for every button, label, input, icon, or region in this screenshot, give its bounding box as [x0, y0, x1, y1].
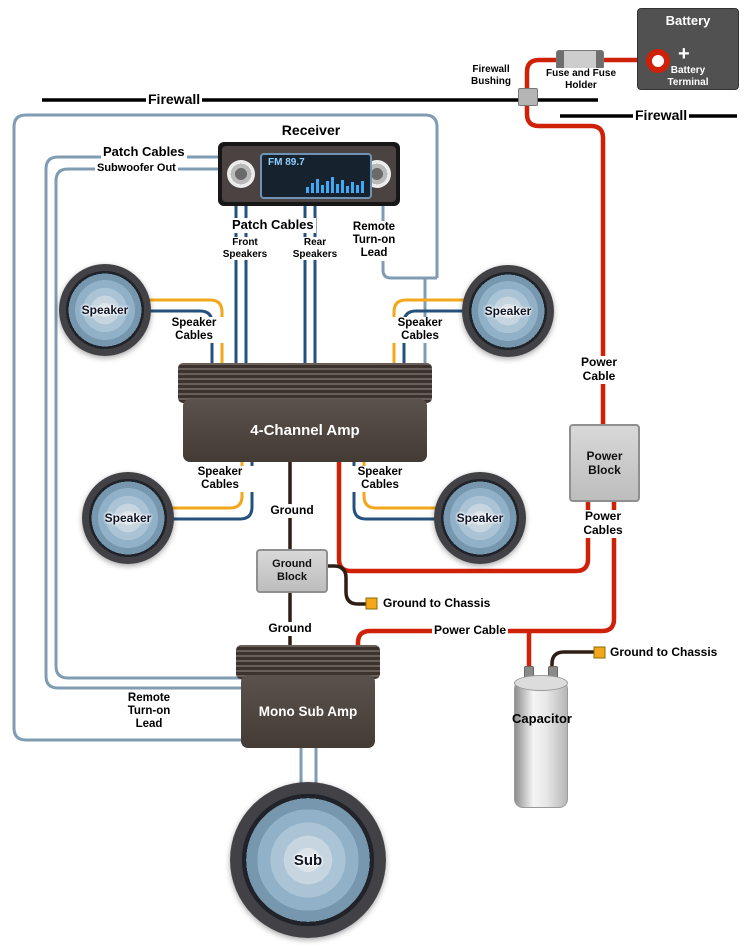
ground-label-bottom: Ground [262, 621, 318, 636]
capacitor [514, 675, 568, 808]
power-wire-block-amp [336, 461, 591, 574]
mono-sub-amp: Mono Sub Amp [236, 645, 380, 748]
speaker-mid-right: Speaker [434, 472, 526, 564]
receiver-display: FM 89.7 [260, 153, 372, 199]
firewall-bushing [518, 88, 538, 106]
patch-cables-label: Patch Cables [230, 217, 316, 233]
four-channel-amp-label: 4-Channel Amp [250, 422, 360, 439]
battery-plus-sign: + [678, 43, 690, 65]
chassis-lug-icon-2 [593, 646, 606, 659]
rear-speakers-label: Rear Speakers [286, 237, 344, 260]
speaker-label: Speaker [456, 511, 504, 525]
speaker-cables-label-ml: Speaker Cables [186, 466, 254, 493]
chassis-lug-icon-1 [365, 597, 378, 610]
power-cable-label-right: Power Cable [570, 355, 628, 384]
speaker-label: Speaker [484, 304, 532, 318]
subwoofer-patch-wire-2 [54, 167, 243, 680]
power-wires [336, 57, 648, 678]
ground-to-chassis-label-1: Ground to Chassis [381, 596, 493, 611]
speaker-cables-label-tl: Speaker Cables [160, 317, 228, 344]
remote-turnon-bottom-label: Remote Turn-on Lead [117, 692, 181, 732]
battery-label: Battery [665, 13, 711, 28]
amp-heatsink-fins [178, 363, 432, 403]
battery: Battery + Battery Terminal [637, 8, 739, 90]
speaker-label: Speaker [81, 303, 129, 317]
speaker-label: Speaker [104, 511, 152, 525]
ground-label-top: Ground [264, 503, 320, 518]
speaker-wire-mr-yellow [362, 461, 440, 510]
subwoofer: Sub [230, 782, 386, 938]
speaker-cables-label-tr: Speaker Cables [386, 317, 454, 344]
mono-sub-amp-label: Mono Sub Amp [258, 704, 358, 719]
speaker-mid-left: Speaker [82, 472, 174, 564]
subwoofer-patch-wire-1 [44, 155, 243, 690]
firewall-bushing-label: Firewall Bushing [460, 64, 522, 87]
patch-cables-subwoofer-label: Patch Cables [101, 144, 187, 160]
ground-wire-capacitor-chassis [550, 650, 596, 680]
amp-heatsink-fins [236, 645, 380, 679]
speaker-top-left: Speaker [59, 264, 151, 356]
power-cable-label-bottom: Power Cable [432, 623, 509, 638]
battery-terminal-icon [646, 49, 670, 73]
speaker-top-right: Speaker [462, 265, 554, 357]
power-cables-label: Power Cables [572, 509, 634, 538]
power-block-label: Power Block [586, 448, 623, 477]
ground-wire-chassis-1 [322, 564, 368, 606]
speaker-wire-mr-blue [352, 461, 440, 521]
receiver-title: Receiver [281, 122, 341, 138]
amp-body: Mono Sub Amp [241, 675, 375, 748]
amp-body: 4-Channel Amp [183, 399, 427, 462]
sub-label: Sub [293, 851, 323, 869]
speaker-wire-ml-blue [168, 461, 254, 521]
speaker-wire-tl-yellow [146, 298, 224, 363]
fuse-holder-label: Fuse and Fuse Holder [541, 68, 621, 91]
speaker-wire-ml-yellow [168, 461, 244, 510]
four-channel-amp: 4-Channel Amp [178, 363, 432, 462]
remote-turnon-wire-loop [12, 113, 439, 742]
power-block: Power Block [569, 424, 640, 502]
battery-terminal-label: Battery Terminal [667, 65, 709, 88]
spectrum-bars-icon [306, 177, 364, 193]
volume-knob-icon [227, 160, 255, 188]
power-wire-fuse-bushing [524, 57, 558, 90]
fuse-holder [556, 50, 604, 70]
speaker-wire-tr-yellow [392, 298, 468, 363]
power-wire-bushing-block [524, 104, 606, 424]
ground-to-chassis-label-2: Ground to Chassis [608, 645, 720, 660]
capacitor-label: Capacitor [512, 711, 572, 726]
receiver: FM 89.7 [218, 142, 400, 206]
firewall-right-label: Firewall [633, 107, 690, 124]
speaker-cables-label-mr: Speaker Cables [346, 466, 414, 493]
firewall-left-label: Firewall [146, 91, 203, 108]
ground-block-label: Ground Block [272, 557, 312, 583]
remote-turnon-wire-main [381, 206, 437, 280]
receiver-display-text: FM 89.7 [268, 157, 305, 168]
ground-block: Ground Block [256, 549, 328, 593]
subwoofer-out-label: Subwoofer Out [95, 162, 178, 175]
front-speakers-label: Front Speakers [216, 237, 274, 260]
remote-turnon-top-label: Remote Turn-on Lead [344, 221, 404, 261]
